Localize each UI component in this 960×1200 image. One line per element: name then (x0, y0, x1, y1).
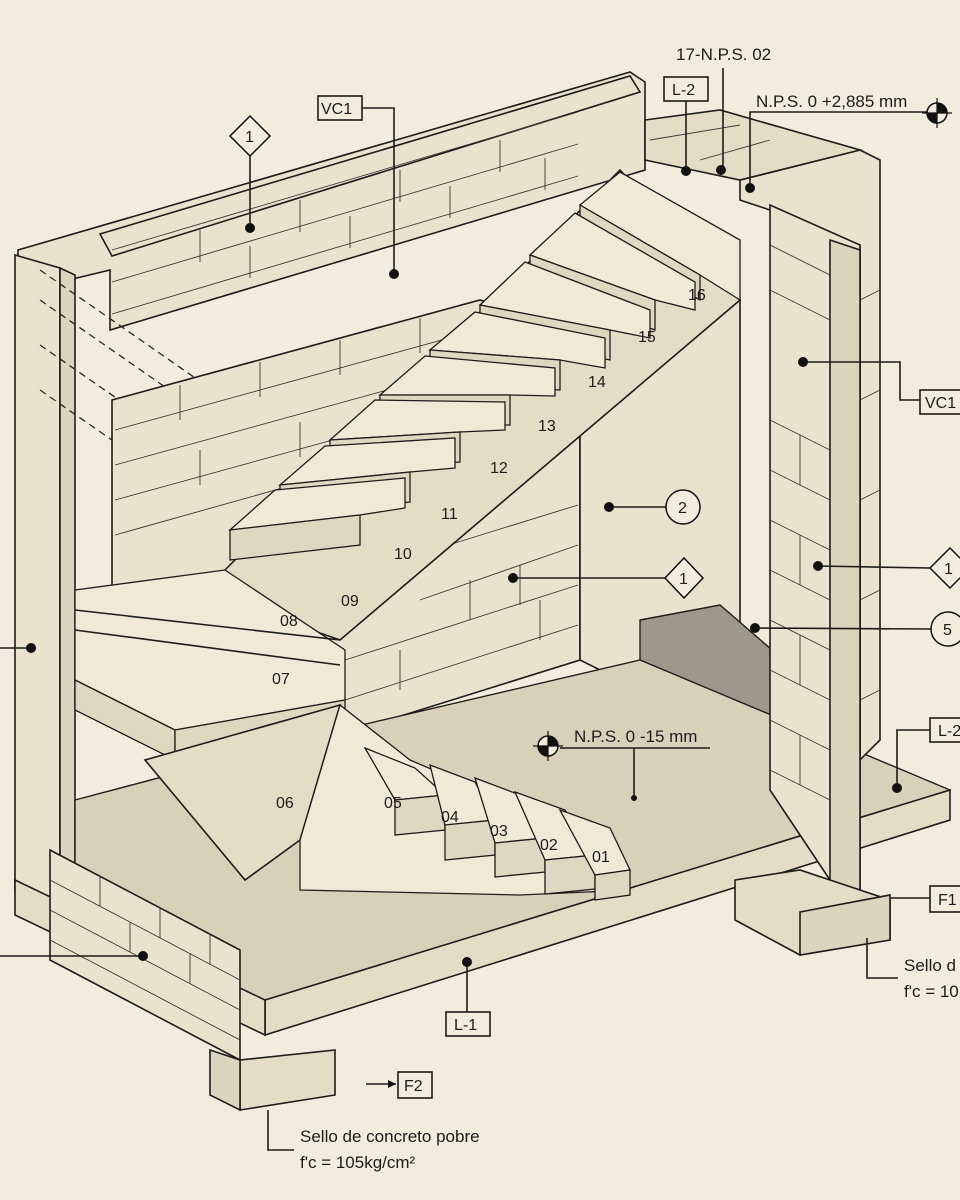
level-marker-top-icon (922, 98, 952, 128)
step-01: 01 (592, 849, 610, 866)
step-05: 05 (384, 795, 402, 812)
lower-stair-flight (143, 703, 631, 901)
column-vc1-right-tag: VC1 (925, 395, 956, 412)
upper-steps (228, 171, 741, 561)
step-11: 11 (441, 506, 458, 523)
upper-stair-flight (224, 168, 742, 641)
footing-f2-tag: F2 (404, 1078, 423, 1095)
step-13: 13 (538, 418, 556, 435)
column-vc1-top-tag: VC1 (321, 101, 352, 118)
step-12: 12 (490, 460, 508, 477)
footing-f1 (734, 869, 891, 956)
level-top-ref: 17-N.P.S. 02 (676, 45, 771, 64)
step-16: 16 (688, 287, 706, 304)
svg-text:1: 1 (944, 561, 953, 578)
seal-note-left-line1: Sello de concreto pobre (300, 1127, 480, 1146)
step-03: 03 (490, 823, 508, 840)
step-14: 14 (588, 374, 606, 391)
beam-l1-tag: L-1 (454, 1017, 477, 1034)
annotations: 17-N.P.S. 02 L-2 N.P.S. 0 +2,885 mm VC1 … (0, 45, 960, 1172)
step-15: 15 (638, 329, 656, 346)
level-marker-floor-icon (533, 731, 563, 761)
step-04: 04 (441, 809, 459, 826)
step-numbers: 01 02 03 04 05 06 07 08 09 10 11 12 13 1… (272, 287, 706, 866)
svg-text:5: 5 (943, 622, 952, 639)
level-top: N.P.S. 0 +2,885 mm (756, 92, 907, 111)
level-floor: N.P.S. 0 -15 mm (574, 727, 697, 746)
svg-text:2: 2 (678, 500, 687, 517)
back-wall (17, 71, 646, 332)
step-08: 08 (280, 613, 298, 630)
footing-f2 (209, 1048, 336, 1112)
svg-text:1: 1 (679, 571, 688, 588)
callout-diamond-1-right (928, 546, 960, 590)
beam-l2-right-tag: L-2 (938, 723, 960, 740)
seal-note-right-line2: f'c = 10 (904, 982, 959, 1001)
seal-note-right-line1: Sello d (904, 956, 956, 975)
step-09: 09 (341, 593, 359, 610)
step-02: 02 (540, 837, 558, 854)
seal-note-left-line2: f'c = 105kg/cm² (300, 1153, 416, 1172)
step-06: 06 (276, 795, 294, 812)
beam-l2-tag: L-2 (672, 82, 695, 99)
svg-text:1: 1 (245, 129, 254, 146)
step-07: 07 (272, 671, 290, 688)
callout-diamond-1-mid (663, 556, 705, 600)
right-column-wall (644, 109, 881, 902)
footing-f1-tag: F1 (938, 892, 957, 909)
step-10: 10 (394, 546, 412, 563)
